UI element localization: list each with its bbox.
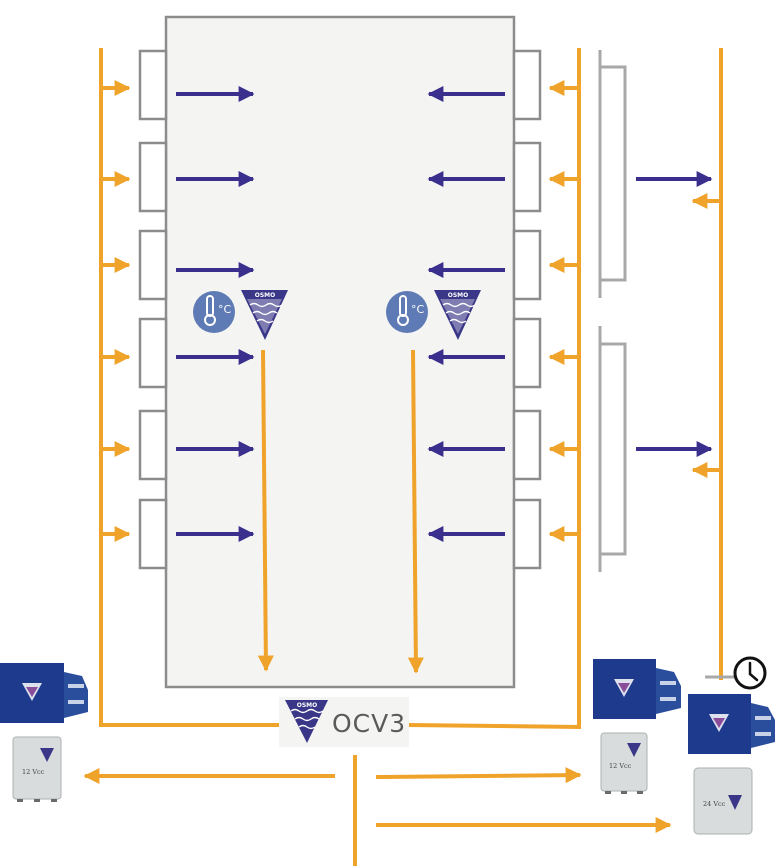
control-box-middle: 12 Vcc (600, 732, 648, 794)
window-flap (138, 141, 168, 213)
window-flap (138, 317, 168, 389)
control-box-left: 12 Vcc (12, 736, 62, 802)
left-supply-line (99, 48, 282, 727)
sensor-signal-lines (257, 349, 424, 674)
window-flap (512, 229, 542, 301)
right-airflow-arrows (427, 86, 505, 542)
osmo-logo-icon (285, 700, 328, 743)
osmo-brand-text: OSMO (255, 292, 276, 299)
window-flap (512, 409, 542, 481)
controller-voltage: 12 Vcc (609, 762, 632, 770)
window-flap (138, 229, 168, 301)
roof-vent-lower (598, 326, 627, 572)
roof-return-arrows (691, 193, 719, 478)
controller-voltage: 12 Vcc (22, 768, 45, 776)
valve-actuator-left (0, 663, 88, 723)
osmo-brand-text: OSMO (297, 702, 318, 709)
valve-actuator-middle (593, 659, 681, 719)
building-outline (164, 15, 516, 689)
hub-output-arrows (83, 767, 672, 833)
roof-vents (598, 50, 627, 572)
temperature-sensor-left: °C OSMO (193, 290, 288, 340)
orange-arrow (375, 767, 582, 784)
temperature-sensor-right: °C OSMO (386, 290, 481, 340)
valve-actuator-right (688, 694, 775, 754)
sensor-unit-label: °C (218, 303, 232, 316)
window-flap (512, 498, 542, 570)
left-window-flaps (138, 49, 168, 570)
right-flap-arrows (548, 80, 577, 542)
left-airflow-arrows (176, 86, 255, 542)
control-box-right: 24 Vcc (693, 767, 753, 835)
window-flap (138, 498, 168, 570)
roof-vent-upper (598, 50, 627, 298)
orange-arrow (407, 349, 424, 674)
osmo-brand-text: OSMO (448, 292, 469, 299)
orange-arrow (257, 349, 274, 672)
window-flap (512, 49, 542, 121)
right-window-flaps (512, 49, 542, 570)
control-box-icon (693, 767, 753, 835)
window-flap (512, 141, 542, 213)
sensor-unit-label: °C (411, 303, 425, 316)
clock-timer (733, 656, 767, 690)
right-supply-line (407, 48, 581, 730)
left-flap-arrows (103, 80, 131, 542)
roof-airflow-arrows (636, 171, 713, 457)
window-flap (138, 409, 168, 481)
window-flap (512, 317, 542, 389)
ocv3-model-label: OCV3 (332, 709, 406, 738)
controller-voltage: 24 Vcc (703, 800, 726, 808)
supply-lines (99, 48, 723, 866)
window-flap (138, 49, 168, 121)
ocv3-hub: OSMO OCV3 (279, 697, 409, 747)
